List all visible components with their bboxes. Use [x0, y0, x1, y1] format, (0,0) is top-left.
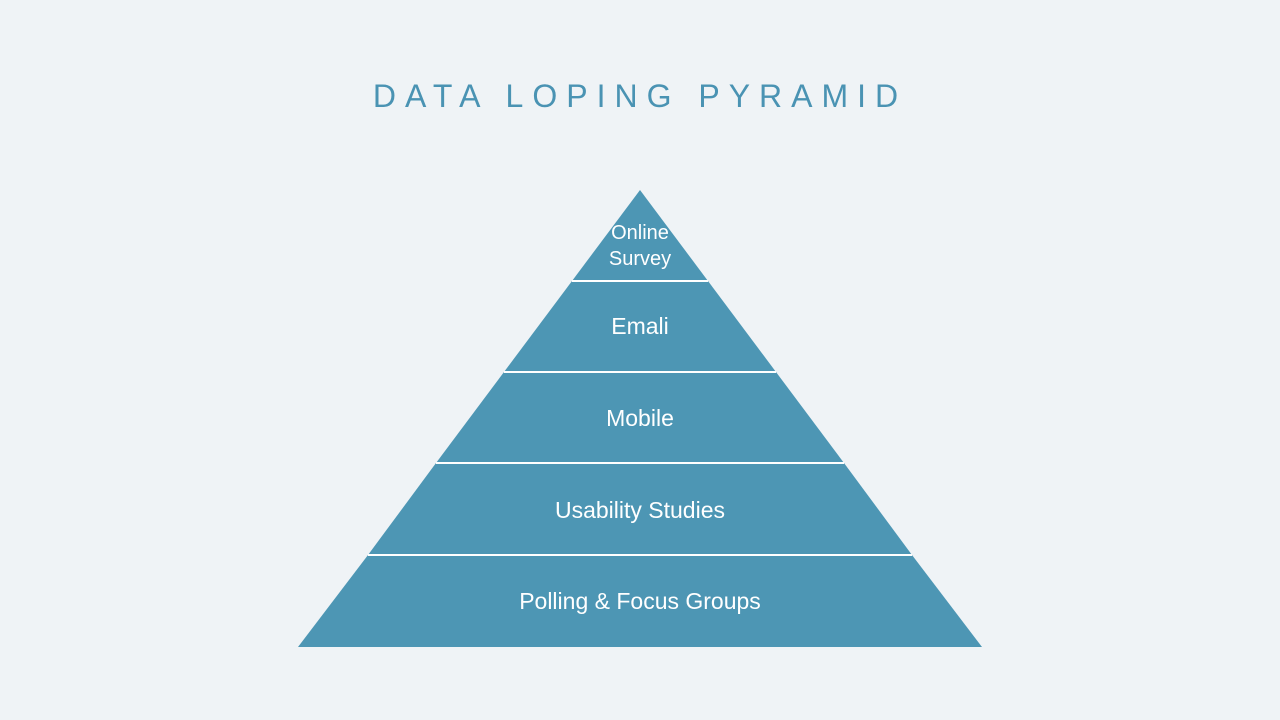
tier-label-polling-focus-groups: Polling & Focus Groups [519, 588, 761, 614]
pyramid-tier-usability-studies [368, 463, 912, 555]
pyramid-tier-mobile [436, 372, 844, 463]
tier-label-emali: Emali [611, 313, 669, 339]
pyramid-tier-polling-focus-groups [298, 555, 982, 647]
tier-label-survey: Survey [608, 248, 672, 270]
tier-label-mobile: Mobile [606, 405, 674, 431]
slide-title: DATA LOPING PYRAMID [372, 78, 908, 114]
pyramid-tier-online-survey [572, 190, 708, 281]
tier-label-online: Online [611, 222, 669, 244]
pyramid-tier-emali [504, 281, 776, 372]
tier-label-usability-studies: Usability Studies [554, 497, 726, 523]
